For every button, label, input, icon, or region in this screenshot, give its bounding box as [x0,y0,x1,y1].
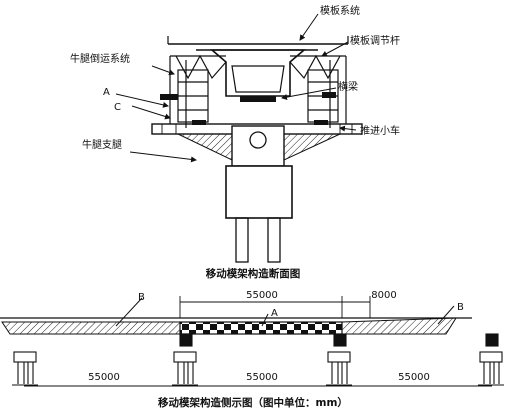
pier-4 [478,333,504,386]
box-girder [209,49,307,97]
label-bracket-support: 牛腿支腿 [82,138,122,151]
caption-cross-section: 移动模架构造断面图 [206,267,301,280]
label-b-left: B [138,292,145,303]
nose-girder-left [1,321,181,335]
pier-1 [12,351,38,386]
label-a-bottom: A [271,308,278,319]
dim-span-right: 55000 [398,372,430,383]
nose-girder-right [341,317,457,335]
label-push-trolley: 推进小车 [360,124,400,137]
pier-column-left [235,217,249,263]
pier-cap [225,165,293,219]
label-c-top: C [114,102,121,113]
cross-section-figure: 模板系统 模板调节杆 牛腿倒运系统 A C 横梁 推进小车 牛腿支腿 移动模架构… [70,4,400,280]
label-bracket-transfer-system: 牛腿倒运系统 [70,52,130,65]
label-a-top: A [103,87,110,98]
left-wing-truss [169,54,227,128]
pier-column-right [267,217,281,263]
dim-top-span: 55000 [246,290,278,301]
caption-side-view: 移动模架构造侧示图（图中单位：mm） [158,396,348,409]
dim-span-left: 55000 [88,372,120,383]
dim-top-overhang: 8000 [371,290,396,301]
pier-3 [326,333,352,386]
pier-2 [172,333,198,386]
right-brace [283,133,341,161]
main-girder [179,321,343,335]
label-formwork-adjust-rod: 模板调节杆 [350,34,400,47]
dim-span-middle: 55000 [246,372,278,383]
side-view-figure: 55000 8000 B A B [0,290,504,409]
label-b-right: B [457,302,464,313]
label-cross-beam: 横梁 [338,80,358,93]
left-brace [177,133,233,161]
label-formwork-system: 模板系统 [320,4,360,17]
